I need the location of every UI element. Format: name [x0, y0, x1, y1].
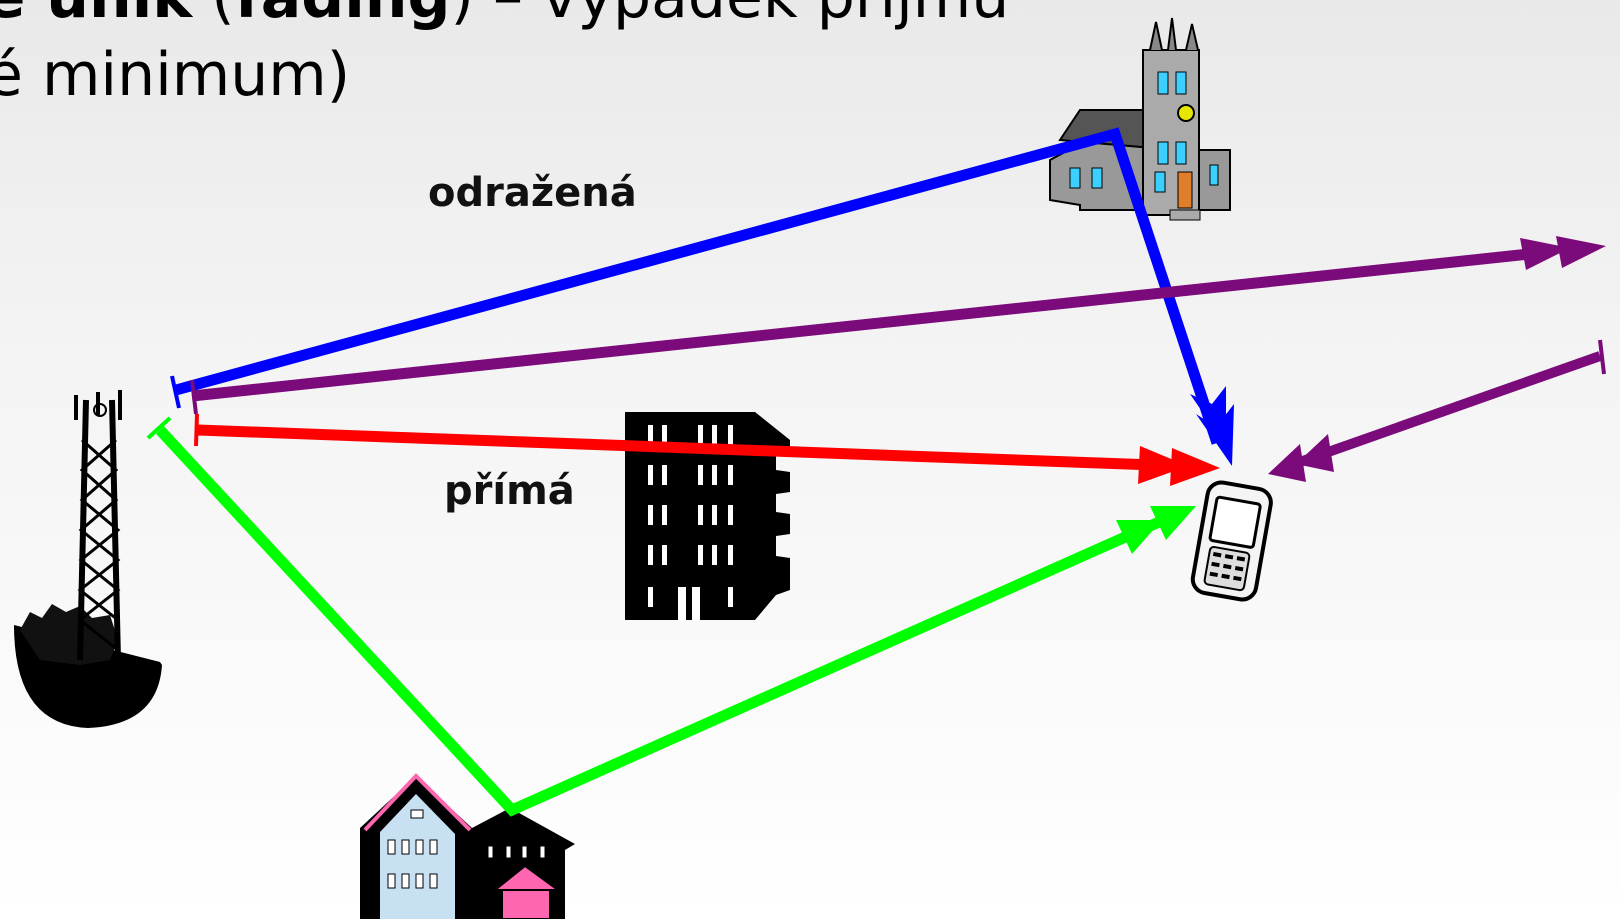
heading-rest: ) – výpadek příjmu [450, 0, 1009, 32]
slide-heading-line-1: ne únik (fading) – výpadek příjmu [0, 0, 1009, 32]
incoming-path [1268, 339, 1606, 482]
reflected-path [170, 127, 1234, 466]
transmitter-tower-icon [14, 390, 162, 728]
passing-path [190, 236, 1606, 415]
mobile-phone-icon [1190, 480, 1273, 602]
direct-path [194, 413, 1220, 486]
heading-fading-term: fading [235, 0, 451, 32]
house-icon [360, 773, 575, 919]
slide-heading-line-2: é minimum) [0, 40, 351, 110]
heading-bold-term: ne únik [0, 0, 192, 32]
heading-paren: ( [192, 0, 234, 32]
ground-reflected-path [146, 416, 1196, 817]
direct-path-label: přímá [444, 468, 575, 514]
office-building-icon [625, 412, 790, 620]
reflected-path-label: odražená [428, 170, 637, 216]
church-icon [1049, 17, 1231, 221]
